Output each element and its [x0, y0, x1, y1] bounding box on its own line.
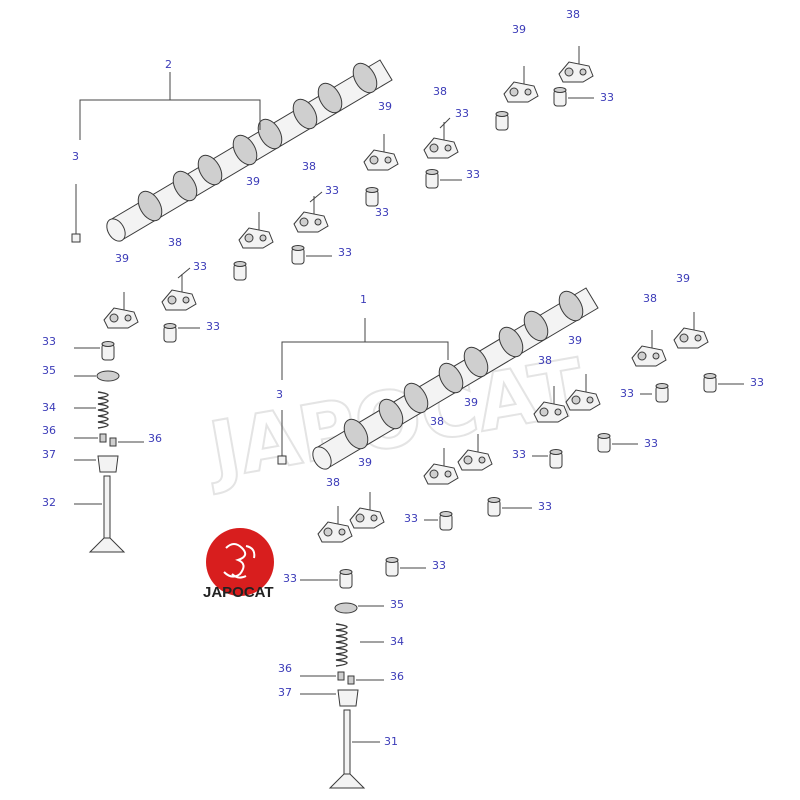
callout-33-u4: 33	[375, 206, 389, 219]
lifter-33-lower-3	[597, 433, 611, 453]
callout-33-left: 33	[42, 335, 56, 348]
callout-38-l3: 38	[430, 415, 444, 428]
valve-cotter-36-left-a	[99, 433, 107, 443]
callout-33-l1: 33	[750, 376, 764, 389]
callout-34-left: 34	[42, 401, 56, 414]
callout-33-u1: 33	[600, 91, 614, 104]
valve-32-left	[88, 475, 126, 553]
valve-seal-37-lower	[337, 689, 359, 707]
callout-3-upper: 3	[72, 150, 79, 163]
callout-38-u4: 38	[168, 236, 182, 249]
callout-39-u2: 39	[378, 100, 392, 113]
rocker-arm-39-lower-4	[349, 491, 385, 529]
lifter-33-upper-7	[163, 323, 177, 343]
callout-33-l7: 33	[432, 559, 446, 572]
callout-39-l3: 39	[464, 396, 478, 409]
callout-3-lower: 3	[276, 388, 283, 401]
callout-39-u3: 39	[246, 175, 260, 188]
callout-36-left-a: 36	[42, 424, 56, 437]
valve-cotter-36-lower-b	[347, 675, 355, 685]
valve-cotter-36-lower-a	[337, 671, 345, 681]
callout-33-u7: 33	[193, 260, 207, 273]
rocker-arm-39-upper-4	[103, 291, 139, 329]
lifter-33-upper-5	[233, 261, 247, 281]
callout-33-u3: 33	[466, 168, 480, 181]
rocker-arm-39-lower-1	[673, 311, 709, 349]
callout-39-l4: 39	[358, 456, 372, 469]
lifter-33-lower-7	[385, 557, 399, 577]
callout-2: 2	[165, 58, 172, 71]
callout-33-u6: 33	[338, 246, 352, 259]
spring-retainer-35-left	[96, 370, 120, 382]
lifter-33-upper-2	[553, 87, 567, 107]
callout-1: 1	[360, 293, 367, 306]
callout-37-lower: 37	[278, 686, 292, 699]
callout-37-left: 37	[42, 448, 56, 461]
callout-39-u4: 39	[115, 252, 129, 265]
callout-33-l5: 33	[538, 500, 552, 513]
callout-33-l8: 33	[283, 572, 297, 585]
japocat-logo: JAPOCAT	[203, 528, 274, 601]
lifter-33-upper-4	[425, 169, 439, 189]
callout-39-u1: 39	[512, 23, 526, 36]
valve-seal-37-left	[97, 455, 119, 473]
rocker-arm-39-upper-2	[363, 133, 399, 171]
callout-38-u2: 38	[433, 85, 447, 98]
callout-33-u5: 33	[325, 184, 339, 197]
lifter-33-lower-4	[549, 449, 563, 469]
rocker-arm-38-lower-1	[631, 329, 667, 367]
callout-38-u3: 38	[302, 160, 316, 173]
callout-35-lower: 35	[390, 598, 404, 611]
callout-38-u1: 38	[566, 8, 580, 21]
lifter-33-lower-1	[703, 373, 717, 393]
rocker-arm-39-upper-3	[238, 211, 274, 249]
callout-32-left: 32	[42, 496, 56, 509]
lifter-33-lower-6	[439, 511, 453, 531]
callout-39-l2: 39	[568, 334, 582, 347]
callout-31-lower: 31	[384, 735, 398, 748]
callout-33-l2: 33	[620, 387, 634, 400]
lifter-33-upper-1	[495, 111, 509, 131]
callout-39-l1: 39	[676, 272, 690, 285]
callout-36-lower-a: 36	[278, 662, 292, 675]
lifter-33-lower-5	[487, 497, 501, 517]
upper-camshaft	[102, 58, 393, 245]
valve-spring-34-left	[97, 391, 109, 429]
upper-camshaft-pin	[71, 184, 81, 243]
callout-33-l4: 33	[512, 448, 526, 461]
lifter-33-lower-8	[339, 569, 353, 589]
rocker-arm-38-lower-4	[317, 505, 353, 543]
valve-spring-34-lower	[335, 623, 348, 667]
lifter-33-lower-2	[655, 383, 669, 403]
callout-38-l2: 38	[538, 354, 552, 367]
callout-35-left: 35	[42, 364, 56, 377]
callout-38-l1: 38	[643, 292, 657, 305]
rocker-arm-38-upper-1	[558, 45, 594, 83]
callout-36-left-b: 36	[148, 432, 162, 445]
callout-36-lower-b: 36	[390, 670, 404, 683]
valve-cotter-36-left-b	[109, 437, 117, 447]
rocker-arm-39-upper-1	[503, 65, 539, 103]
callout-34-lower: 34	[390, 635, 404, 648]
logo-text: JAPOCAT	[203, 584, 274, 601]
lifter-33-left-stack	[101, 341, 115, 361]
spring-retainer-35-lower	[334, 602, 358, 614]
rocker-arm-38-upper-4	[161, 273, 197, 311]
lifter-33-upper-6	[291, 245, 305, 265]
callout-33-u8: 33	[206, 320, 220, 333]
callout-33-u2: 33	[455, 107, 469, 120]
lower-camshaft-pin	[277, 410, 287, 465]
callout-38-l4: 38	[326, 476, 340, 489]
callout-33-l6: 33	[404, 512, 418, 525]
callout-33-l3: 33	[644, 437, 658, 450]
valve-31-lower	[328, 709, 366, 789]
lifter-33-upper-3	[365, 187, 379, 207]
